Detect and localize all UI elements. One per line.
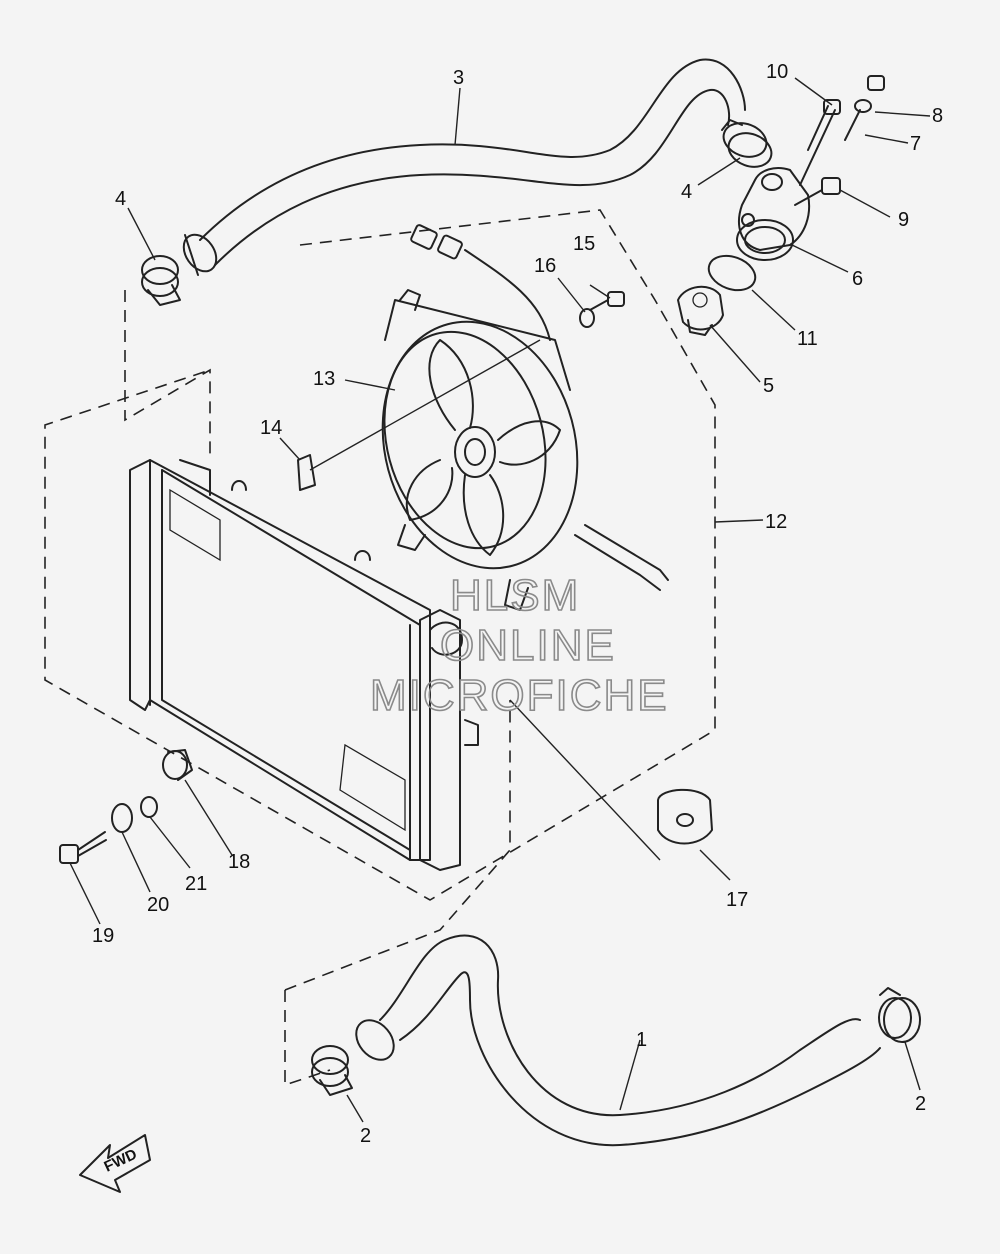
callout-9: 9 xyxy=(898,209,909,231)
hose-clamp-lower-left xyxy=(311,1045,353,1096)
watermark-line-1: HLSM xyxy=(450,571,580,620)
washer-7 xyxy=(854,99,872,113)
callout-21: 21 xyxy=(185,873,207,895)
radiator-cap xyxy=(657,788,713,845)
radiator xyxy=(129,459,479,871)
fan-motor-assembly xyxy=(381,289,579,611)
upper-hose-guide-line xyxy=(124,290,211,460)
callout-5: 5 xyxy=(763,375,774,397)
lower-hose-guide-line xyxy=(284,990,331,1087)
bolt-8 xyxy=(844,75,885,141)
lower-hose xyxy=(355,934,881,1147)
hose-clamp-upper-right xyxy=(721,119,773,168)
callout-17: 17 xyxy=(726,889,748,911)
callout-18: 18 xyxy=(228,851,250,873)
washer-16 xyxy=(579,308,595,328)
callout-13: 13 xyxy=(313,368,335,390)
callout-10: 10 xyxy=(766,61,788,83)
callout-7: 7 xyxy=(910,133,921,155)
callout-16: 16 xyxy=(534,255,556,277)
callout-2-left: 2 xyxy=(360,1125,371,1147)
callout-15: 15 xyxy=(573,233,595,255)
callout-12: 12 xyxy=(765,511,787,533)
hose-clamp-lower-right xyxy=(878,987,921,1043)
leader-lines xyxy=(69,77,931,1123)
bolt-15 xyxy=(589,291,625,311)
watermark-line-3: MICROFICHE xyxy=(370,671,669,720)
thermostat xyxy=(677,285,724,336)
collar-21 xyxy=(140,796,158,818)
callout-3: 3 xyxy=(453,67,464,89)
callout-4-left: 4 xyxy=(115,188,126,210)
fan-assembly-boundary xyxy=(44,209,716,901)
callout-11: 11 xyxy=(797,328,818,350)
radiator-lower-guide xyxy=(284,700,511,991)
callout-1: 1 xyxy=(636,1029,647,1051)
callout-4-right: 4 xyxy=(681,181,692,203)
bolt-19 xyxy=(59,831,107,864)
callout-14: 14 xyxy=(260,417,282,439)
thermostat-housing xyxy=(736,167,810,261)
bolt-9 xyxy=(794,177,841,206)
hose-clamp-upper-left xyxy=(141,255,181,306)
o-ring xyxy=(707,254,757,292)
watermark-line-2: ONLINE xyxy=(440,621,616,670)
clip-14 xyxy=(297,454,316,491)
callout-labels: 3 4 4 10 8 7 9 6 11 5 12 13 14 15 16 17 … xyxy=(92,61,943,1147)
grommet-18 xyxy=(162,749,193,781)
callout-20: 20 xyxy=(147,894,169,916)
washer-20 xyxy=(111,803,133,833)
watermark: HLSM ONLINE MICROFICHE xyxy=(369,570,669,721)
callout-6: 6 xyxy=(852,268,863,290)
fan-connector-wire xyxy=(410,224,669,591)
fwd-arrow: FWD xyxy=(79,1134,151,1193)
callout-19: 19 xyxy=(92,925,114,947)
bolt-10 xyxy=(799,99,841,186)
callout-2-right: 2 xyxy=(915,1093,926,1115)
callout-8: 8 xyxy=(932,105,943,127)
upper-hose xyxy=(182,58,746,276)
